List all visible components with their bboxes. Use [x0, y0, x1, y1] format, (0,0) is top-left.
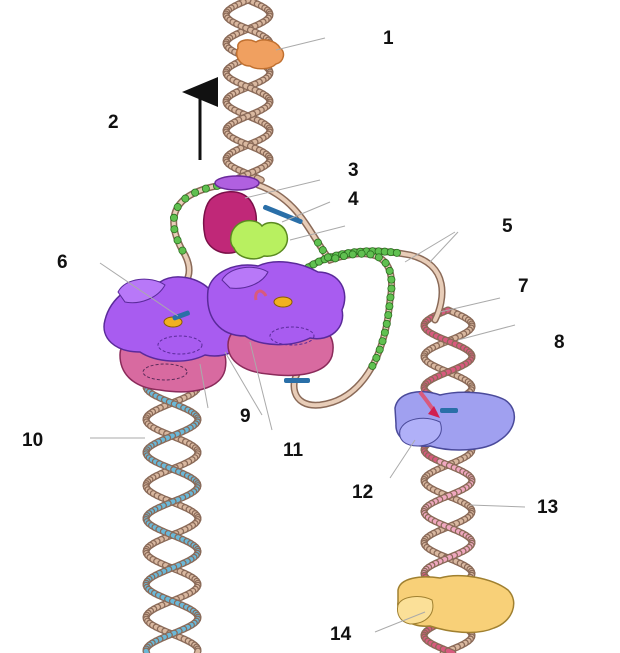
label-1: 1 — [383, 28, 394, 49]
ssb-protein — [178, 246, 187, 255]
rna-primer-upper — [263, 204, 303, 225]
lagging-primer-site — [273, 296, 293, 308]
ssb-protein — [191, 188, 200, 197]
leader-lines — [90, 37, 526, 633]
label-7: 7 — [518, 276, 529, 297]
label-5: 5 — [502, 216, 513, 237]
single-strand-binding-proteins — [169, 181, 401, 370]
ssb-protein — [385, 302, 394, 311]
label-8: 8 — [554, 332, 565, 353]
ssb-protein — [386, 293, 395, 302]
ssb-protein — [318, 246, 327, 255]
label-12: 12 — [352, 482, 373, 503]
ssb-protein — [392, 248, 401, 257]
number-labels: 1 2 3 4 5 6 7 8 9 10 11 12 13 14 — [22, 28, 565, 645]
lagging-polymerase-upper — [221, 266, 269, 289]
label-4: 4 — [348, 189, 359, 210]
lagging-primer-lower — [284, 378, 310, 383]
okazaki-arrowhead — [428, 406, 440, 418]
ssb-protein — [170, 225, 179, 234]
label-14: 14 — [330, 624, 352, 645]
ssb-protein — [201, 184, 210, 193]
ssb-protein — [382, 319, 391, 328]
ssb-protein — [331, 254, 340, 263]
ssb-protein — [366, 250, 375, 259]
ligase-front — [397, 596, 434, 625]
ssb-protein — [378, 337, 387, 346]
okazaki-primer — [440, 408, 458, 413]
ssb-protein — [339, 252, 348, 261]
label-6: 6 — [57, 252, 68, 273]
clamp-loader — [229, 219, 289, 260]
label-3: 3 — [348, 160, 359, 181]
ssb-protein — [374, 253, 383, 262]
label-9: 9 — [240, 406, 251, 427]
ssb-protein — [387, 284, 396, 293]
label-10: 10 — [22, 430, 43, 451]
ssb-protein — [173, 203, 182, 212]
ssb-protein — [372, 353, 381, 362]
leading-primer — [172, 310, 190, 321]
ssb-protein — [387, 275, 396, 284]
ssb-protein — [375, 345, 384, 354]
ssb-protein — [348, 250, 357, 259]
leading-polymerase-lower-dashed — [142, 363, 188, 381]
parental-dna-helix — [222, 0, 274, 184]
ssb-protein — [380, 328, 389, 337]
leading-clamp-dashed — [157, 335, 203, 355]
lagging-clamp-dashed — [269, 326, 315, 346]
label-13: 13 — [537, 497, 558, 518]
label-2: 2 — [108, 112, 119, 133]
topoisomerase — [236, 39, 285, 70]
ssb-protein — [381, 259, 390, 268]
ssb-protein — [169, 213, 178, 222]
lagging-pink-loop — [254, 289, 268, 301]
ssb-protein — [385, 266, 394, 275]
helicase — [214, 175, 260, 191]
ssb-protein — [173, 236, 182, 245]
label-11: 11 — [283, 440, 304, 461]
helix-strand — [254, 175, 264, 183]
ssb-protein — [313, 238, 322, 247]
ssb-protein — [384, 311, 393, 320]
ssb-protein — [357, 249, 366, 258]
okazaki-polymerase-front — [399, 417, 442, 447]
ssb-protein — [368, 361, 377, 370]
leading-strand-helix — [142, 366, 202, 653]
ssb-protein — [323, 253, 332, 262]
ssb-protein — [181, 194, 190, 203]
